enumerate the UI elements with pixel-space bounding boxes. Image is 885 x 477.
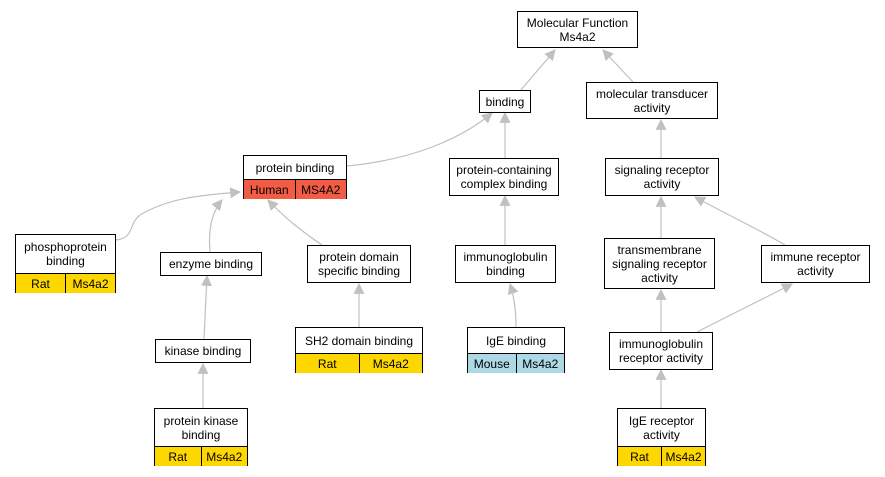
edge-ig-receptor-to-immune-receptor [696,283,793,333]
node-label: protein-containing complex binding [456,163,552,191]
node-binding[interactable]: binding [479,90,531,113]
node-protein-binding[interactable]: protein binding Human MS4A2 [243,155,347,199]
node-immune-receptor-activity[interactable]: immune receptor activity [761,245,870,283]
node-label: kinase binding [164,344,242,358]
node-ige-receptor-activity[interactable]: IgE receptor activity Rat Ms4a2 [617,408,706,466]
edge-ige-binding-to-immunoglobulin-binding [507,282,519,328]
edge-phosphoprotein-to-protein-binding [115,187,242,241]
species-tag: Human [244,180,295,199]
node-label: transmembrane signaling receptor activit… [612,242,707,285]
edge-molecular-transducer-to-molecular-function [602,49,634,83]
node-label: signaling receptor activity [614,163,710,191]
gene-tag: MS4A2 [294,180,346,199]
gene-tag: Ms4a2 [515,354,564,373]
node-label: protein binding [255,160,335,175]
node-protein-domain-specific-binding[interactable]: protein domain specific binding [307,245,411,283]
gene-tag: Ms4a2 [200,447,247,466]
node-transmembrane-signaling-receptor-activity[interactable]: transmembrane signaling receptor activit… [604,238,715,289]
node-protein-containing-complex-binding[interactable]: protein-containing complex binding [449,158,559,196]
node-label: IgE binding [485,333,547,348]
gene-tag: Ms4a2 [358,354,422,373]
node-molecular-transducer-activity[interactable]: molecular transducer activity [586,82,718,119]
node-kinase-binding[interactable]: kinase binding [155,339,251,363]
annotation-row: Mouse Ms4a2 [468,353,564,373]
node-signaling-receptor-activity[interactable]: signaling receptor activity [605,158,719,196]
node-label: immunoglobulin receptor activity [618,337,704,365]
node-phosphoprotein-binding[interactable]: phosphoprotein binding Rat Ms4a2 [15,234,116,293]
node-label: immune receptor activity [770,250,861,278]
edge-protein-binding-to-binding [346,112,493,167]
node-label: IgE receptor activity [628,413,695,442]
node-label: protein kinase binding [163,413,239,442]
annotation-row: Rat Ms4a2 [296,353,422,373]
edge-binding-to-molecular-function [519,49,556,92]
species-tag: Rat [155,447,201,466]
node-sh2-domain-binding[interactable]: SH2 domain binding Rat Ms4a2 [295,327,423,373]
node-label: immunoglobulin binding [463,250,548,278]
node-label: molecular transducer activity [595,86,709,115]
species-tag: Rat [296,354,359,373]
node-label: protein domain specific binding [317,250,401,278]
edge-domain-specific-to-protein-binding [267,199,323,246]
species-tag: Rat [618,447,661,466]
edge-kinase-to-enzyme [201,274,213,340]
annotation-row: Rat Ms4a2 [16,273,115,293]
node-label: binding [485,94,525,109]
node-label: enzyme binding [168,257,254,271]
gene-tag: Ms4a2 [65,274,115,293]
species-tag: Rat [16,274,65,293]
annotation-row: Rat Ms4a2 [618,446,705,466]
annotation-row: Rat Ms4a2 [155,446,247,466]
edge-immune-receptor-to-signaling [694,196,786,246]
edges [115,49,793,408]
node-immunoglobulin-receptor-activity[interactable]: immunoglobulin receptor activity [609,332,713,370]
node-ige-binding[interactable]: IgE binding Mouse Ms4a2 [467,327,565,373]
node-label: Molecular Function Ms4a2 [526,15,629,44]
node-label: phosphoprotein binding [24,240,107,268]
node-enzyme-binding[interactable]: enzyme binding [160,252,262,276]
node-protein-kinase-binding[interactable]: protein kinase binding Rat Ms4a2 [154,408,248,466]
species-tag: Mouse [468,354,516,373]
node-immunoglobulin-binding[interactable]: immunoglobulin binding [455,245,556,283]
annotation-row: Human MS4A2 [244,179,346,199]
edge-enzyme-to-protein-binding [208,199,223,253]
node-label: SH2 domain binding [304,333,414,348]
gene-tag: Ms4a2 [661,447,705,466]
node-molecular-function[interactable]: Molecular Function Ms4a2 [517,11,638,48]
